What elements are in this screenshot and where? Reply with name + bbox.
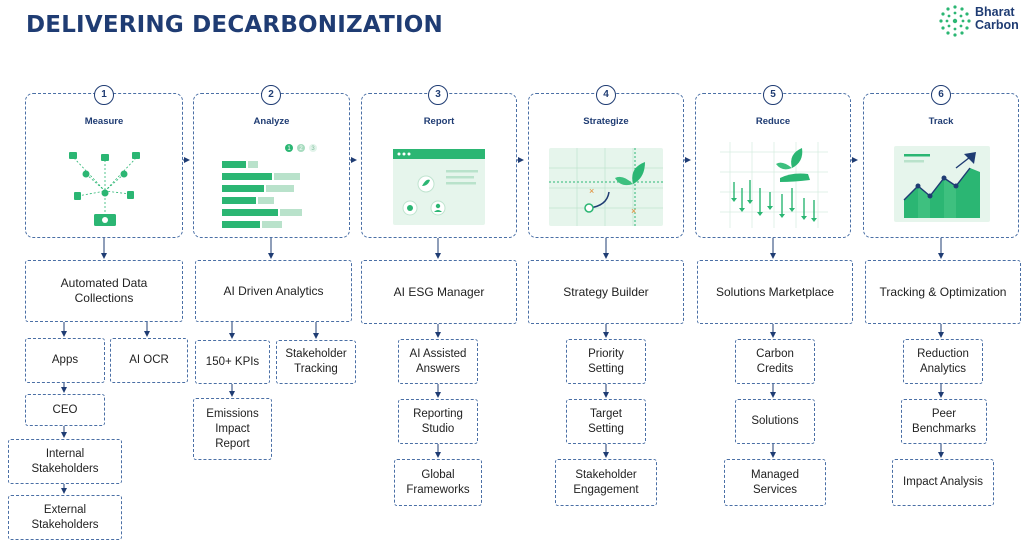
stage-measure: Measure <box>25 93 183 238</box>
tool-automated-data-collections[interactable]: Automated Data Collections <box>25 260 183 322</box>
item-ceo[interactable]: CEO <box>25 394 105 426</box>
brand-logo: Bharat Carbon <box>938 4 1022 38</box>
stage-number-3: 3 <box>428 85 448 105</box>
logo-line-2: Carbon <box>975 18 1019 32</box>
report-dashboard-icon <box>393 149 485 225</box>
stage-number-5: 5 <box>763 85 783 105</box>
stage-label: Reduce <box>755 116 791 127</box>
item-emissions-impact-report[interactable]: Emissions Impact Report <box>193 398 272 460</box>
item-reporting-studio[interactable]: Reporting Studio <box>398 399 478 444</box>
analyze-step-3: 3 <box>311 146 315 152</box>
stage-track: Track <box>863 93 1019 238</box>
analyze-bars-icon: 1 2 3 <box>222 144 317 228</box>
svg-text:×: × <box>589 186 594 196</box>
item-managed-services[interactable]: Managed Services <box>724 459 826 506</box>
logo-line-1: Bharat <box>975 5 1015 19</box>
stage-label: Measure <box>84 116 124 127</box>
item-apps[interactable]: Apps <box>25 338 105 383</box>
item-target-setting[interactable]: Target Setting <box>566 399 646 444</box>
item-stakeholder-engagement[interactable]: Stakeholder Engagement <box>555 459 657 506</box>
track-growth-chart-icon <box>894 146 990 222</box>
item-ai-ocr[interactable]: AI OCR <box>110 338 188 383</box>
item-priority-setting[interactable]: Priority Setting <box>566 339 646 384</box>
strategize-target-icon: × × <box>549 148 663 226</box>
item-internal-stakeholders[interactable]: Internal Stakeholders <box>8 439 122 484</box>
tool-ai-driven-analytics[interactable]: AI Driven Analytics <box>195 260 352 322</box>
tool-ai-esg-manager[interactable]: AI ESG Manager <box>361 260 517 324</box>
tool-solutions-marketplace[interactable]: Solutions Marketplace <box>697 260 853 324</box>
stage-label: Report <box>423 116 455 127</box>
tool-tracking-optimization[interactable]: Tracking & Optimization <box>865 260 1021 324</box>
logo-text: Bharat Carbon <box>975 6 1019 32</box>
stage-label: Track <box>928 116 954 127</box>
stage-number-2: 2 <box>261 85 281 105</box>
item-stakeholder-tracking[interactable]: Stakeholder Tracking <box>276 340 356 384</box>
stage-number-6: 6 <box>931 85 951 105</box>
analyze-step-2: 2 <box>299 146 303 152</box>
stage-analyze: Analyze 1 2 3 <box>193 93 350 238</box>
stage-label: Strategize <box>583 116 629 127</box>
stage-number-4: 4 <box>596 85 616 105</box>
item-solutions[interactable]: Solutions <box>735 399 815 444</box>
measure-network-icon <box>69 152 140 226</box>
stage-report: Report <box>361 93 517 238</box>
bharat-carbon-logo-icon <box>939 5 971 37</box>
svg-text:×: × <box>631 206 636 216</box>
item-global-frameworks[interactable]: Global Frameworks <box>394 459 482 506</box>
item-impact-analysis[interactable]: Impact Analysis <box>892 459 994 506</box>
stage-label: Analyze <box>253 116 290 127</box>
reduce-arrows-icon <box>720 142 828 228</box>
stage-reduce: Reduce <box>695 93 851 238</box>
stage-strategize: Strategize × × <box>528 93 684 238</box>
item-ai-assisted-answers[interactable]: AI Assisted Answers <box>398 339 478 384</box>
item-peer-benchmarks[interactable]: Peer Benchmarks <box>901 399 987 444</box>
item-carbon-credits[interactable]: Carbon Credits <box>735 339 815 384</box>
stage-number-1: 1 <box>94 85 114 105</box>
item-150-kpis[interactable]: 150+ KPIs <box>195 340 270 384</box>
item-external-stakeholders[interactable]: External Stakeholders <box>8 495 122 540</box>
tool-strategy-builder[interactable]: Strategy Builder <box>528 260 684 324</box>
analyze-step-1: 1 <box>287 146 291 152</box>
item-reduction-analytics[interactable]: Reduction Analytics <box>903 339 983 384</box>
page-title: DELIVERING DECARBONIZATION <box>26 12 443 38</box>
